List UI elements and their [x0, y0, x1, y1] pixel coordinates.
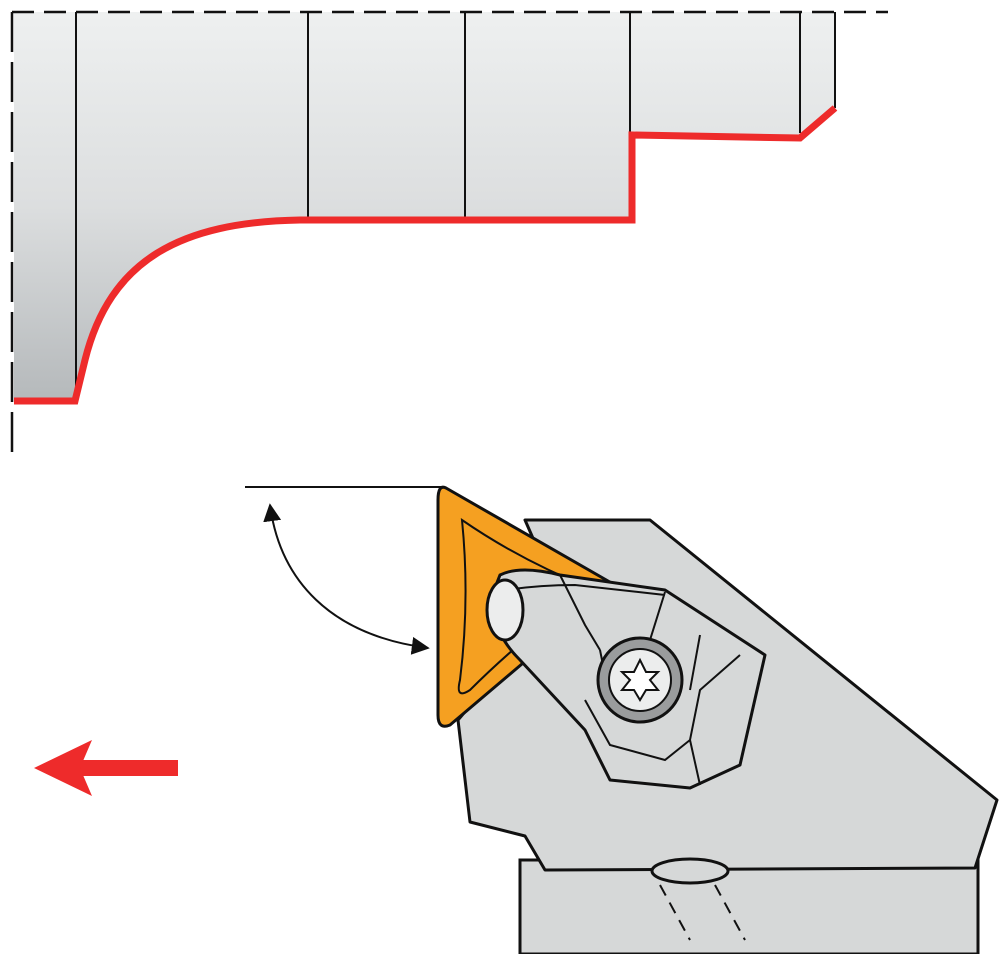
workpiece-body — [14, 12, 835, 400]
torx-screw-icon — [596, 636, 684, 724]
tool-shank — [518, 858, 980, 954]
workpiece — [10, 10, 888, 452]
coolant-hole — [650, 857, 730, 885]
profile-path — [14, 105, 838, 405]
workpiece-section-lines — [75, 12, 836, 398]
angle-arrow-icon — [245, 486, 442, 655]
feed-direction-arrow-icon — [34, 740, 178, 796]
